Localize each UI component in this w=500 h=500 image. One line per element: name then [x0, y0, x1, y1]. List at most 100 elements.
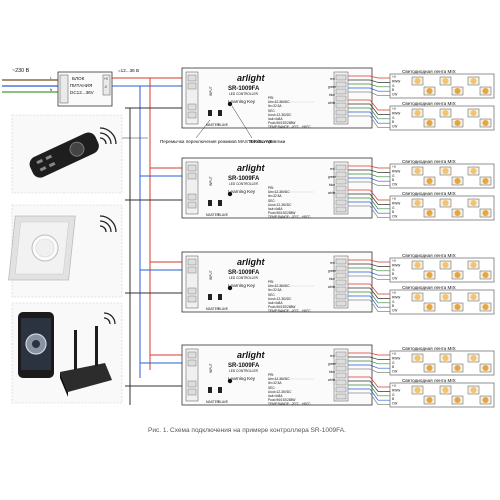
led-icon	[470, 355, 477, 361]
controller-slave: SLAVE	[218, 307, 228, 311]
led-icon	[414, 355, 421, 361]
output-wire	[348, 75, 390, 79]
output-wire	[348, 384, 390, 397]
controller-brand: arlight	[237, 257, 266, 267]
output-wire	[348, 103, 390, 115]
led-icon	[442, 355, 449, 361]
output-wire	[348, 283, 390, 295]
controller-brand: arlight	[237, 73, 266, 83]
led-icon	[482, 210, 489, 216]
strip-label: Светодиодная лента MIX	[402, 346, 456, 351]
controller-out-white: white	[328, 285, 336, 289]
controller-model: SR-1009FA	[228, 270, 260, 276]
led-icon	[426, 397, 433, 403]
output-wire	[348, 83, 390, 88]
controller-out-blue: blue	[329, 93, 335, 97]
strip-channel-label: CW	[392, 370, 397, 374]
psu-terminal-minus: -V	[104, 85, 108, 89]
led-icon	[414, 168, 421, 174]
power-bus	[112, 77, 182, 405]
strip-channel-label: RWW	[392, 111, 400, 115]
output-wire	[348, 364, 390, 369]
controller-slave: SLAVE	[218, 213, 228, 217]
output-wire	[348, 169, 390, 173]
controller-subtitle: LED CONTROLLER	[229, 92, 259, 96]
strip-channel-label: G	[392, 206, 395, 210]
controller-spec-5: Iout=4x8A	[268, 207, 283, 211]
strip-label: Светодиодная лента MIX	[402, 191, 456, 196]
controller-spec-6: Pout=96/192/288W	[268, 211, 295, 215]
controller-spec-2: Iin=32.5A	[268, 381, 282, 385]
led-icon	[442, 78, 449, 84]
led-icon	[470, 387, 477, 393]
controller-out-red: red	[330, 261, 335, 265]
smartphone-panel	[11, 302, 123, 404]
controller-spec-4: Uout=12-36VDC	[268, 203, 292, 207]
output-wire	[348, 197, 390, 210]
strip-label: Светодиодная лента MIX	[402, 253, 456, 258]
output-wire	[348, 165, 390, 169]
output-wire	[348, 380, 390, 392]
controller-model: SR-1009FA	[228, 363, 260, 369]
led-icon	[426, 120, 433, 126]
controller-spec-7: TEMP RANGE: -20°C...+50°C	[268, 402, 311, 406]
controller-learning-key: Learning Key	[228, 99, 256, 104]
output-wire	[348, 91, 390, 96]
strip-label: Светодиодная лента MIX	[402, 101, 456, 106]
controller-labels: arlight SR-1009FA LED CONTROLLER Learnin…	[206, 73, 336, 406]
strip-channel-label: +V	[392, 291, 397, 295]
led-icon	[426, 304, 433, 310]
controller-master: MASTER	[206, 400, 220, 404]
strip-channel-label: B	[392, 210, 394, 214]
controller-spec-7: TEMP RANGE: -20°C...+50°C	[268, 125, 311, 129]
strip-channel-label: +V	[392, 165, 397, 169]
led-icon	[454, 178, 461, 184]
controller-out-blue: blue	[329, 277, 335, 281]
controller-subtitle: LED CONTROLLER	[229, 369, 259, 373]
led-icon	[470, 78, 477, 84]
strip-channel-label: B	[392, 397, 394, 401]
output-wire	[348, 181, 390, 186]
psu-out-label: =12...36 В	[118, 68, 139, 73]
led-icon	[442, 294, 449, 300]
led-icon	[414, 262, 421, 268]
psu-line1: БЛОК	[72, 76, 85, 81]
controller-master: MASTER	[206, 307, 220, 311]
strip-channel-label: G	[392, 268, 395, 272]
annotation-button: Кнопка привязки	[250, 139, 286, 144]
led-icon	[414, 110, 421, 116]
strip-channel-label: +V	[392, 352, 397, 356]
annotation-switch: Перемычка переключения режимов MASTER/SL…	[160, 139, 273, 144]
output-wire	[348, 173, 390, 178]
strip-channel-label: B	[392, 365, 394, 369]
psu-line3: DC12...36V	[70, 90, 95, 95]
controller-spec-7: TEMP RANGE: -20°C...+50°C	[268, 309, 311, 313]
led-icon	[426, 272, 433, 278]
controller-input-label: INPUT	[209, 363, 213, 373]
controller-spec-4: Uout=12-36VDC	[268, 113, 292, 117]
controller-spec-0: PRI:	[268, 186, 274, 190]
led-icon	[482, 88, 489, 94]
wifi-converter-icon	[60, 326, 112, 397]
controller-out-red: red	[330, 354, 335, 358]
led-icon	[482, 365, 489, 371]
controller-input-label: INPUT	[209, 270, 213, 280]
controller-brand: arlight	[237, 163, 266, 173]
controller-subtitle: LED CONTROLLER	[229, 182, 259, 186]
psu-line2: ПИТАНИЯ	[70, 83, 92, 88]
controller-spec-6: Pout=96/192/288W	[268, 305, 295, 309]
wireless-icon	[103, 312, 116, 325]
controller-spec-1: Uin=12-36VDC	[268, 377, 290, 381]
strip-channel-label: +V	[392, 197, 397, 201]
output-wire	[348, 177, 390, 182]
output-wire	[348, 115, 390, 128]
power-supply: БЛОК ПИТАНИЯ DC12...36V =12...36 В +V -V	[57, 68, 139, 107]
led-icon	[442, 168, 449, 174]
controller-spec-1: Uin=12-36VDC	[268, 190, 290, 194]
output-wire	[348, 356, 390, 360]
output-wire	[348, 205, 390, 218]
controller-spec-1: Uin=12-36VDC	[268, 284, 290, 288]
led-icon	[482, 120, 489, 126]
led-icon	[454, 304, 461, 310]
output-wire	[348, 263, 390, 267]
